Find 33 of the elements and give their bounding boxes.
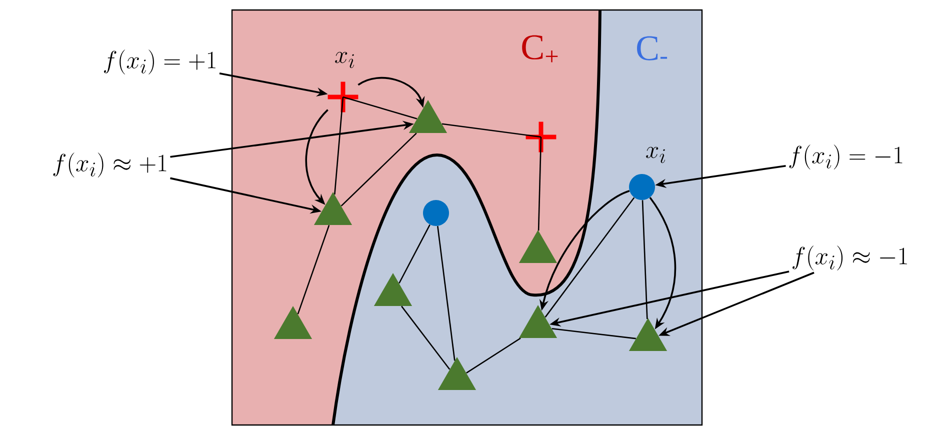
connector-line [642,200,648,320]
point-label: $x_i$ [335,52,354,68]
point-label: $x_i$ [646,146,666,164]
connector-line [466,338,521,374]
triangle-marker [314,192,352,225]
connector-line [334,96,344,195]
triangle-marker [438,357,476,390]
connector-line [340,132,417,206]
connector-line [442,123,542,138]
triangle-marker [274,306,312,339]
class-label: C$_{+}$ [522,35,558,62]
formula-label: $f(x_i) \approx -1$ [792,246,907,270]
triangle-marker [374,273,412,306]
connector-line [437,226,456,361]
connector-line [297,224,330,314]
class-label: C$_{-}$ [637,36,668,60]
formula-label: $f(x_i) = -1$ [789,144,902,170]
connector-line [552,328,636,340]
circle-marker [423,200,449,226]
cross-marker [326,80,360,114]
cross-marker [524,120,558,154]
connector-line [398,224,430,284]
formula-label: $f(x_i) = +1$ [104,50,216,74]
triangle-marker [518,305,558,338]
triangle-marker [628,318,668,351]
connector-line [538,136,542,231]
triangle-marker [408,100,448,133]
circle-marker [629,174,655,200]
formula-label: $f(x_i) \approx +1$ [53,152,166,178]
connector-line [342,96,418,120]
connector-line [401,306,450,370]
triangle-marker [518,230,558,263]
connector-line [544,197,635,318]
